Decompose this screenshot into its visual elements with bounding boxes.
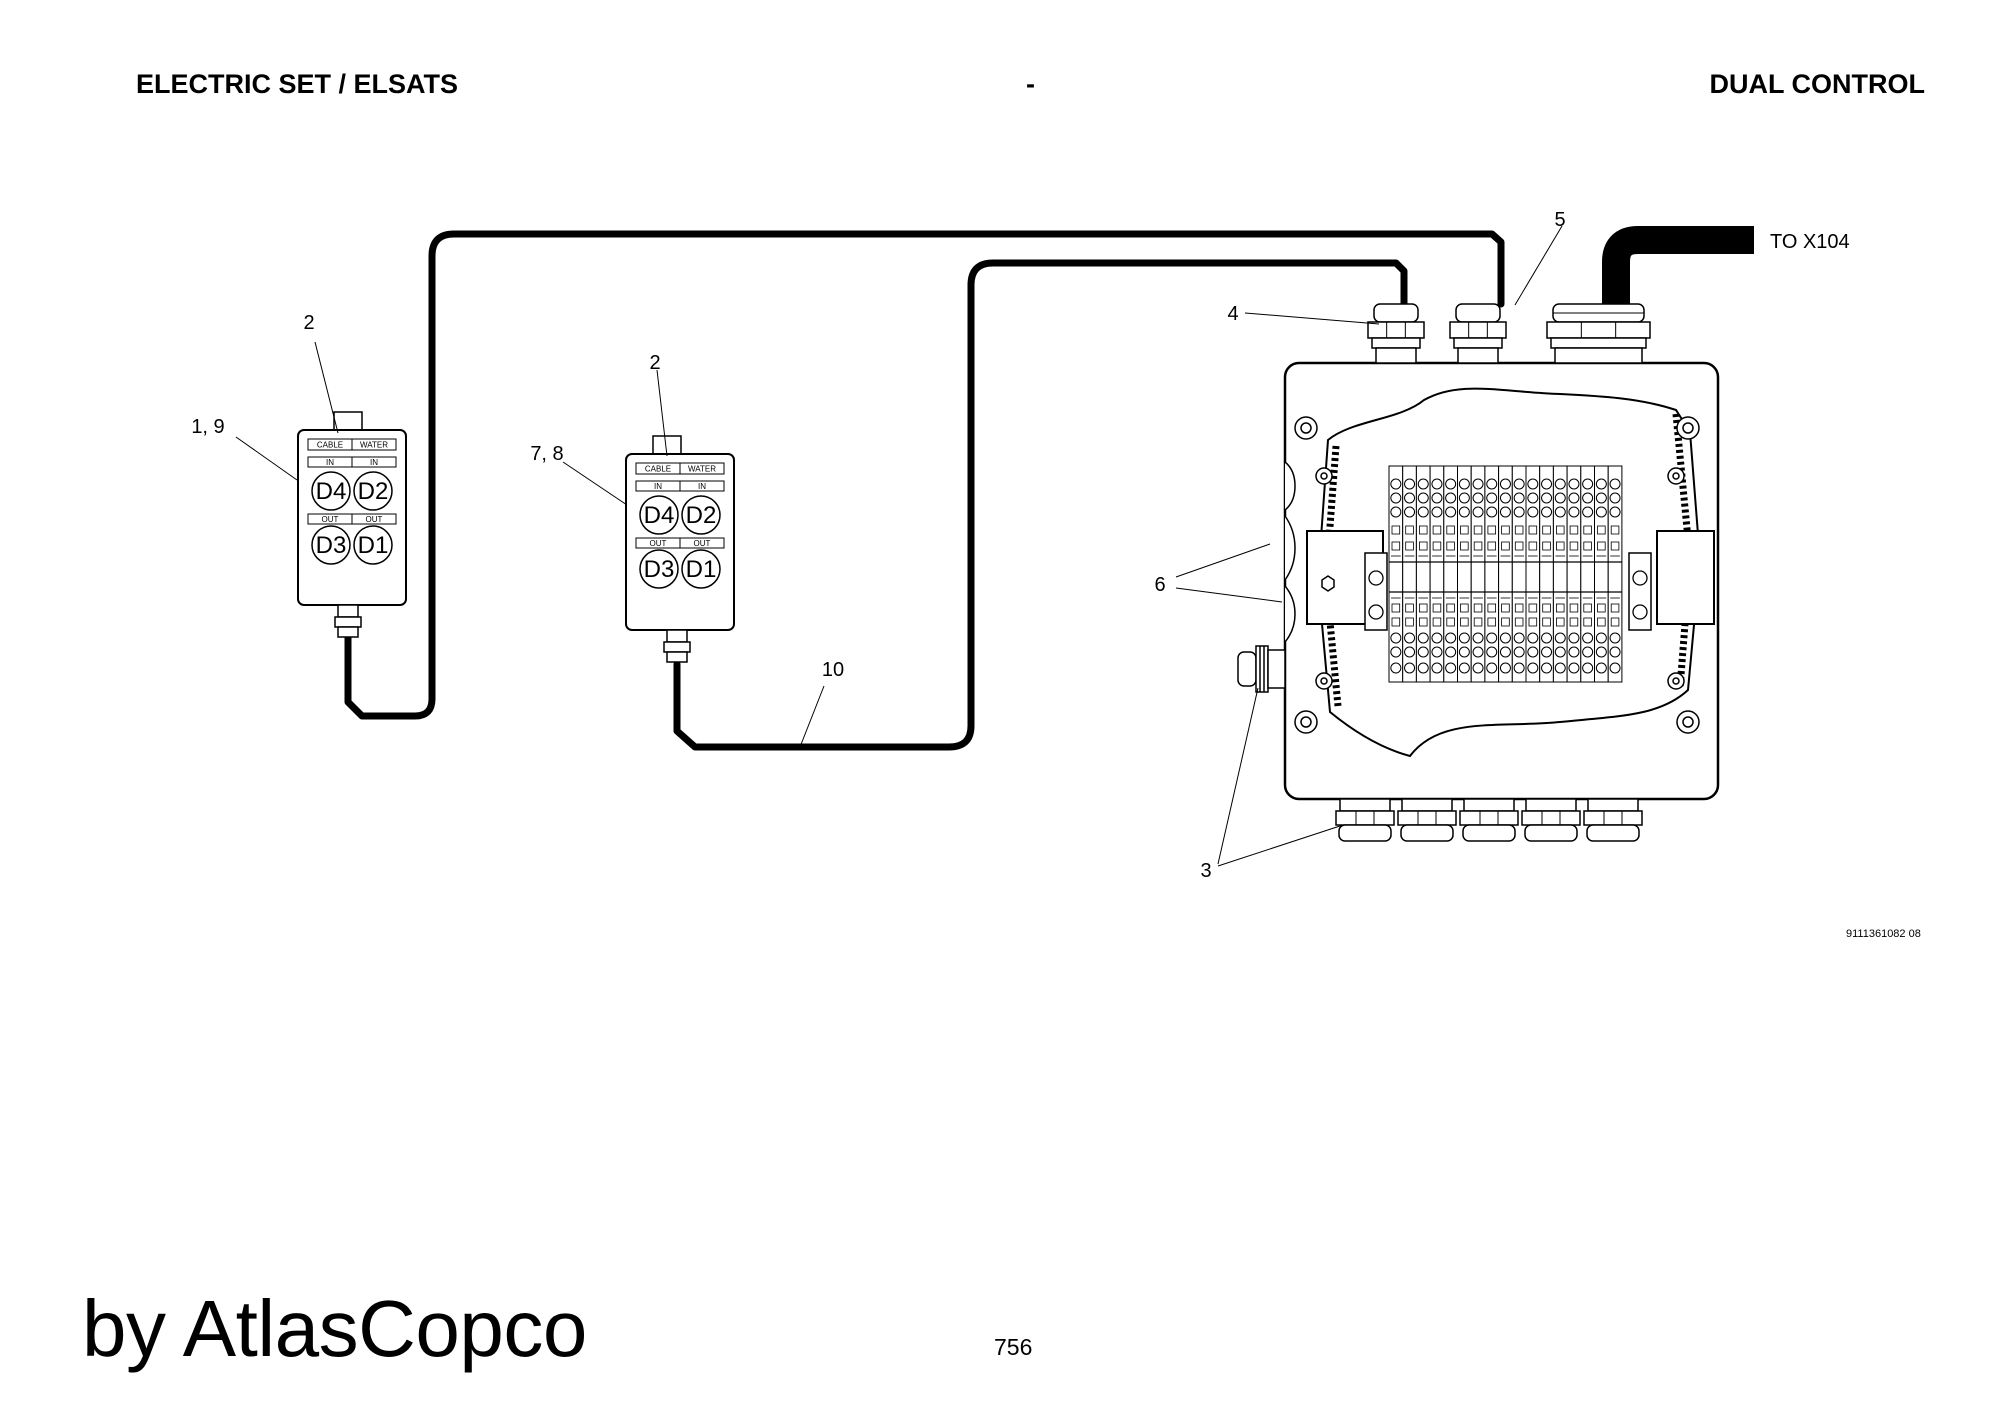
- callout-side-plugs: 6: [1154, 574, 1165, 596]
- button-d2: D2: [358, 478, 389, 505]
- label-out: OUT: [650, 539, 667, 548]
- terminal-block: [1457, 465, 1472, 683]
- label-cable: CABLE: [317, 441, 343, 450]
- bottom-gland: [1521, 798, 1581, 842]
- label-in: IN: [370, 458, 378, 467]
- side-plugs: [1284, 461, 1296, 643]
- cables: [344, 226, 1754, 751]
- terminal-block: [1525, 465, 1541, 683]
- callout-bottom-glands: 3: [1200, 860, 1211, 882]
- label-water: WATER: [360, 441, 388, 450]
- button-d3: D3: [644, 556, 675, 583]
- brand-footer: by AtlasCopco: [82, 1284, 587, 1373]
- top-gland: [1449, 303, 1507, 364]
- bottom-gland: [1335, 798, 1395, 842]
- callout-cable: 10: [822, 659, 844, 681]
- terminal-blocks: [1388, 465, 1623, 683]
- callout-gland-top: 4: [1227, 303, 1238, 325]
- top-gland: [1546, 303, 1651, 364]
- terminal-block: [1443, 465, 1459, 683]
- label-out: OUT: [694, 539, 711, 548]
- cable-right-remote: [673, 259, 1408, 751]
- header-section: DUAL CONTROL: [1709, 69, 1926, 99]
- callout-part-right: 2: [649, 352, 660, 374]
- terminal-block: [1552, 465, 1568, 683]
- terminal-block: [1402, 465, 1417, 683]
- terminal-block: [1539, 465, 1554, 683]
- terminal-block: [1511, 465, 1527, 683]
- button-d4: D4: [316, 478, 347, 505]
- button-d4: D4: [644, 502, 675, 529]
- label-cable: CABLE: [645, 465, 671, 474]
- remote-control-right: CABLE WATER IN IN D4 D2 OUT OUT D3 D1: [625, 435, 735, 663]
- cable-to-x104: [1602, 226, 1754, 305]
- callout-leaders: [235, 225, 1563, 867]
- top-gland: [1367, 303, 1425, 364]
- terminal-block: [1594, 465, 1609, 683]
- button-d3: D3: [316, 532, 347, 559]
- header-separator: -: [1026, 69, 1035, 99]
- callout-item-right: 7, 8: [530, 443, 563, 465]
- top-cable-glands: [1367, 303, 1651, 364]
- page-number: 756: [994, 1334, 1033, 1360]
- terminal-block: [1429, 465, 1445, 683]
- terminal-block: [1566, 465, 1582, 683]
- terminal-block: [1498, 465, 1513, 683]
- callout-item-left: 1, 9: [191, 416, 224, 438]
- callout-gland-mid: 5: [1554, 209, 1565, 231]
- document-number: 9111361082 08: [1846, 928, 1921, 940]
- terminal-block: [1580, 465, 1596, 683]
- terminal-block: [1415, 465, 1431, 683]
- label-water: WATER: [688, 465, 716, 474]
- label-in: IN: [698, 482, 706, 491]
- button-d1: D1: [686, 556, 717, 583]
- label-out: OUT: [322, 515, 339, 524]
- header-title: ELECTRIC SET / ELSATS: [136, 69, 459, 99]
- button-d2: D2: [686, 502, 717, 529]
- terminal-block: [1484, 465, 1500, 683]
- bottom-cable-glands: [1335, 798, 1643, 842]
- label-in: IN: [326, 458, 334, 467]
- terminal-block: [1388, 465, 1404, 683]
- junction-box: [1283, 361, 1720, 801]
- side-cable-gland: [1237, 645, 1286, 693]
- label-in: IN: [654, 482, 662, 491]
- callout-part-left: 2: [303, 312, 314, 334]
- terminal-block: [1607, 465, 1623, 683]
- remote-control-left: CABLE WATER IN IN D4 D2 OUT OUT D3 D1: [297, 411, 407, 638]
- bottom-gland: [1459, 798, 1519, 842]
- terminal-block: [1470, 465, 1486, 683]
- cable-left-remote: [344, 230, 1505, 720]
- bottom-gland: [1583, 798, 1643, 842]
- bottom-gland: [1397, 798, 1457, 842]
- destination-label: TO X104: [1770, 231, 1850, 253]
- label-out: OUT: [366, 515, 383, 524]
- button-d1: D1: [358, 532, 389, 559]
